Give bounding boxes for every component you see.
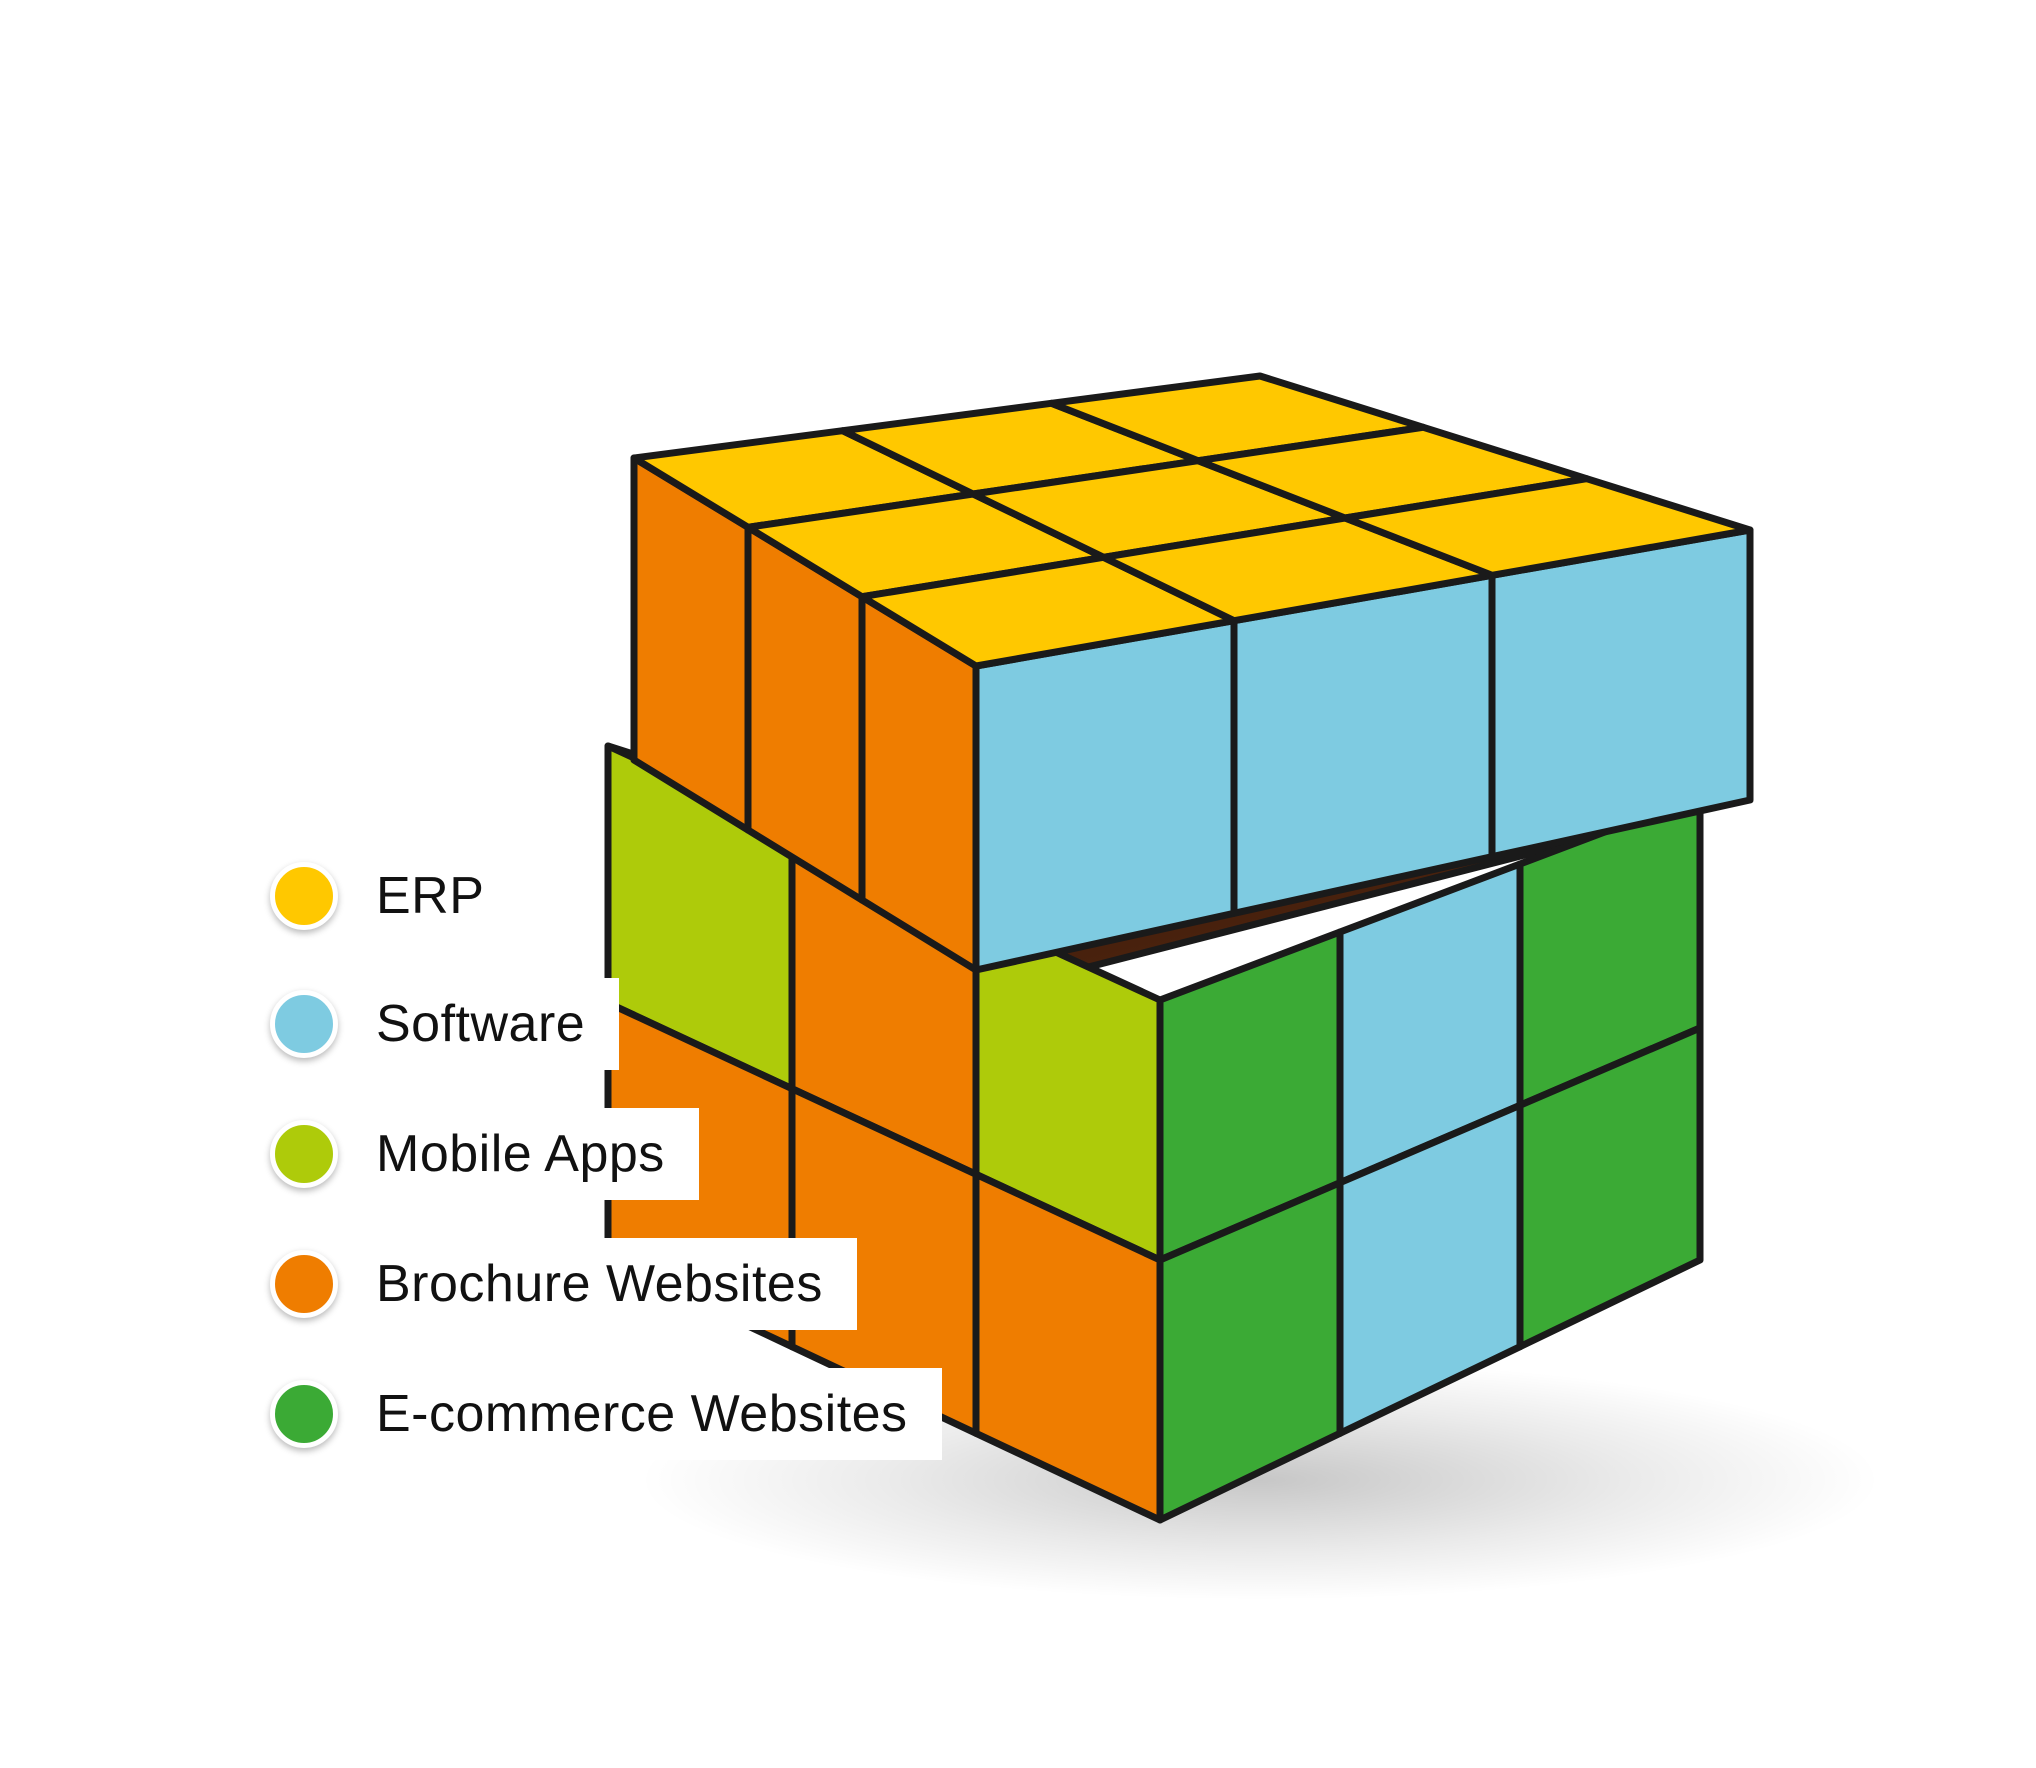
cube-top-front-face-sticker <box>1230 571 1496 917</box>
legend-label: Mobile Apps <box>352 1108 699 1200</box>
legend-label: ERP <box>376 867 485 925</box>
cube-top-front-face-sticker <box>1488 526 1754 861</box>
ecommerce-websites-color-dot <box>270 1380 338 1448</box>
legend-label: Brochure Websites <box>352 1238 857 1330</box>
cube-lower-right-face-sticker <box>1516 1024 1704 1351</box>
legend: ERP Software Mobile Apps Brochure Websit… <box>270 850 1030 1470</box>
cube-top-face-sticker <box>1341 475 1754 579</box>
legend-label: E-commerce Websites <box>352 1368 942 1460</box>
legend-label: Software <box>352 978 620 1070</box>
mobile-apps-color-dot <box>270 1120 338 1188</box>
brochure-websites-color-dot <box>270 1250 338 1318</box>
erp-color-dot <box>270 862 338 930</box>
software-color-dot <box>270 990 338 1058</box>
